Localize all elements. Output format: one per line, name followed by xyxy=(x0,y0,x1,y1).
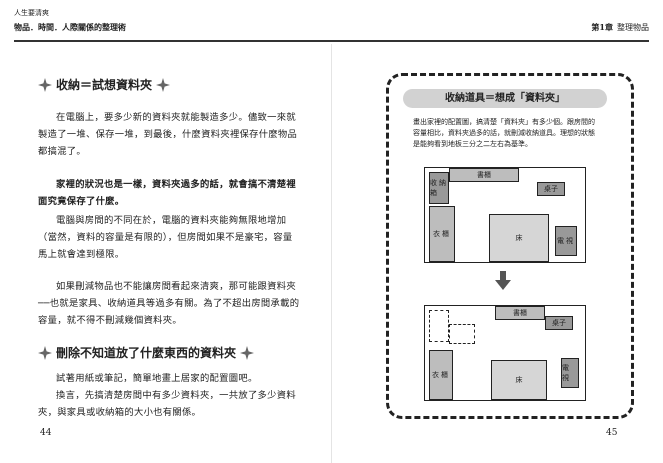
page-gutter xyxy=(331,44,332,463)
section-heading-1: 收納＝試想資料夾 xyxy=(38,76,171,93)
paragraph-4: 如果刪減物品也不能讓房間看起來清爽，那可能跟資料夾──也就是家具、收納道具等過多… xyxy=(38,281,300,326)
tv-before: 電視 xyxy=(555,226,577,256)
chapter-header: 第1章整理物品 xyxy=(591,22,649,33)
heading-text-2: 刪除不知道放了什麼東西的資料夾 xyxy=(56,346,237,360)
section-heading-2: 刪除不知道放了什麼東西的資料夾 xyxy=(38,344,255,361)
sparkle-icon xyxy=(240,345,255,360)
book-title: 人生要清爽 xyxy=(14,9,49,17)
bed-after: 床 xyxy=(491,360,547,400)
bookshelf-after: 書櫃 xyxy=(495,306,545,320)
floor-plan-before: 收納箱 書櫃 桌子 衣櫃 床 電視 xyxy=(424,167,586,263)
wardrobe-after: 衣櫃 xyxy=(429,350,453,400)
desk-before: 桌子 xyxy=(537,182,565,196)
book-subtitle: 物品．時間．人際關係的整理術 xyxy=(14,22,126,32)
illustration-panel xyxy=(386,73,634,419)
wardrobe-before: 衣櫃 xyxy=(429,206,455,262)
chapter-label: 第1章 xyxy=(591,22,613,32)
paragraph-3: 電腦與房間的不同在於，電腦的資料夾能夠無限地增加（當然，資料的容量是有限的），但… xyxy=(38,215,293,260)
floor-plan-after: 書櫃 桌子 衣櫃 床 電視 xyxy=(424,305,586,401)
heading-text-1: 收納＝試想資料夾 xyxy=(56,78,153,92)
paragraph-2-bold: 家裡的狀況也是一樣，資料夾過多的話，就會搞不清楚裡面究竟保存了什麼。 xyxy=(38,179,296,207)
panel-description: 畫出家裡的配置圖，搞清楚「資料夾」有多少個。跟房間的容量相比，資料夾過多的話，就… xyxy=(413,118,595,148)
bed-before: 床 xyxy=(489,214,549,262)
paragraph-1: 在電腦上，要多少新的資料夾就能製造多少。儘致一來就製造了一堆、保存一堆，到最後，… xyxy=(38,112,298,157)
removed-furniture xyxy=(449,324,475,344)
tv-after: 電視 xyxy=(561,358,579,388)
page-number-right: 45 xyxy=(606,428,618,438)
removed-storage-box xyxy=(429,310,449,342)
sparkle-icon xyxy=(156,77,171,92)
storage-box-before: 收納箱 xyxy=(429,172,449,204)
down-arrow-icon xyxy=(495,271,511,291)
paragraph-6: 換言，先搞清楚房間中有多少資料夾，一共放了多少資料夾，與家具或收納箱的大小也有關… xyxy=(38,390,296,418)
paragraph-5: 試著用紙或筆記，簡單地畫上居家的配置圖吧。 xyxy=(56,373,258,384)
sparkle-icon xyxy=(38,345,52,360)
bookshelf-before: 書櫃 xyxy=(449,168,519,182)
sparkle-icon xyxy=(38,77,52,92)
chapter-title: 整理物品 xyxy=(617,23,649,32)
page-number-left: 44 xyxy=(40,428,52,438)
panel-title: 收納道具＝想成「資料夾」 xyxy=(403,89,607,108)
header-rule xyxy=(14,40,649,42)
desk-after: 桌子 xyxy=(545,316,573,330)
